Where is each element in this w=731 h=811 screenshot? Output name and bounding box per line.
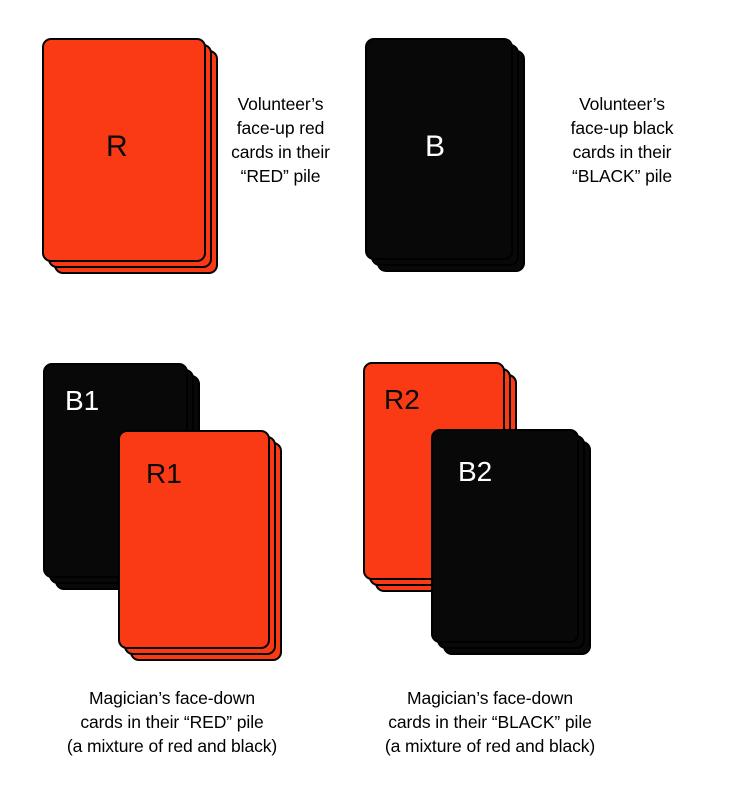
card-black-front[interactable]: B xyxy=(365,38,513,260)
caption-line-1: Volunteer’s xyxy=(579,94,665,114)
pile-volunteer-black[interactable]: B xyxy=(365,38,545,278)
card-label-R: R xyxy=(106,130,128,163)
caption-line-4: “RED” pile xyxy=(240,166,321,186)
pile-magician-black[interactable]: R2 B2 xyxy=(363,362,613,667)
pile-volunteer-red[interactable]: R xyxy=(42,38,222,278)
caption-line-3: cards in their xyxy=(572,142,672,162)
caption-volunteer-red: Volunteer’s face-up red cards in their “… xyxy=(207,92,354,188)
caption-line-2: face-up red xyxy=(236,118,325,138)
caption-line-2: cards in their “RED” pile xyxy=(80,712,264,732)
card-b2-front[interactable]: B2 xyxy=(431,429,579,643)
pile-magician-red[interactable]: B1 R1 xyxy=(43,363,293,668)
caption-magician-black: Magician’s face-down cards in their “BLA… xyxy=(340,686,640,758)
caption-line-2: cards in their “BLACK” pile xyxy=(388,712,592,732)
caption-line-1: Magician’s face-down xyxy=(407,688,573,708)
caption-magician-red: Magician’s face-down cards in their “RED… xyxy=(32,686,312,758)
caption-line-4: “BLACK” pile xyxy=(572,166,672,186)
card-label-R1: R1 xyxy=(146,458,182,489)
card-label-B2: B2 xyxy=(458,456,493,487)
card-red-front[interactable]: R xyxy=(42,38,206,262)
caption-line-3: (a mixture of red and black) xyxy=(66,736,278,756)
caption-line-2: face-up black xyxy=(570,118,674,138)
caption-line-1: Volunteer’s xyxy=(237,94,324,114)
caption-line-3: (a mixture of red and black) xyxy=(384,736,596,756)
card-label-R2: R2 xyxy=(384,384,420,415)
card-r1-front[interactable]: R1 xyxy=(118,430,270,649)
card-label-B1: B1 xyxy=(65,385,100,416)
card-label-B: B xyxy=(425,130,446,163)
caption-line-3: cards in their xyxy=(231,142,330,162)
caption-volunteer-black: Volunteer’s face-up black cards in their… xyxy=(537,92,707,188)
caption-line-1: Magician’s face-down xyxy=(89,688,255,708)
